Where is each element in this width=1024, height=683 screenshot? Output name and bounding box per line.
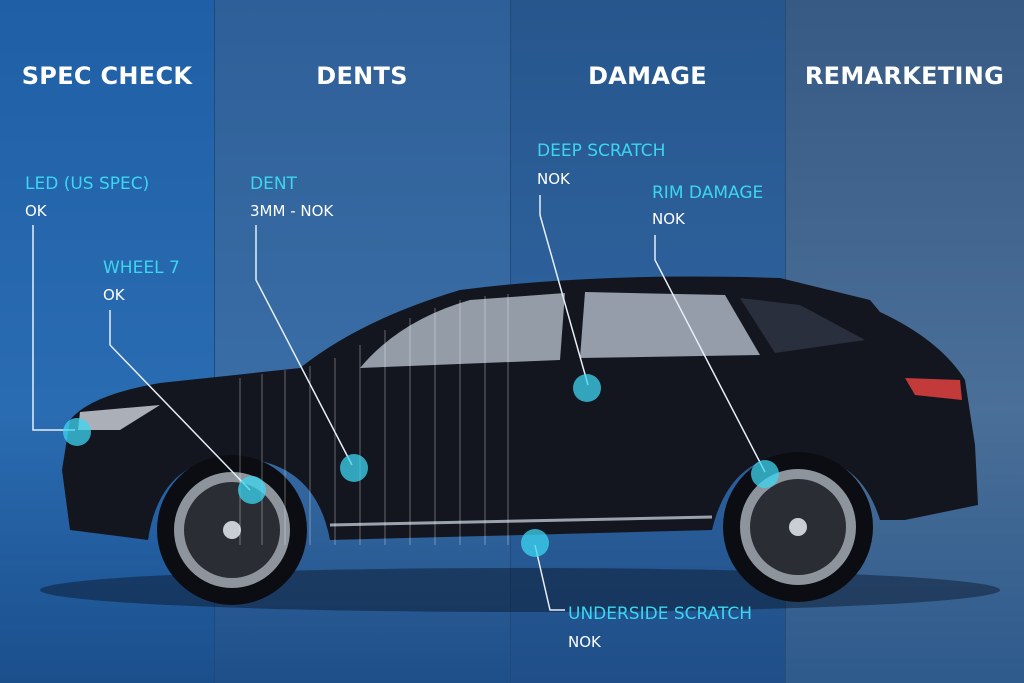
annotation-led-status: OK	[25, 202, 47, 220]
marker-wheel	[238, 476, 266, 504]
leader-rim-damage	[654, 235, 766, 473]
marker-deep-scratch	[573, 374, 601, 402]
tail-light	[905, 378, 962, 400]
annotation-dent-status: 3MM - NOK	[250, 202, 334, 220]
scan-lines	[239, 294, 509, 545]
marker-underside-scratch	[521, 529, 549, 557]
header-dents: DENTS	[316, 62, 408, 90]
leader-wheel	[109, 310, 251, 491]
headlight	[78, 405, 160, 430]
leader-deep-scratch	[539, 195, 589, 386]
annotation-deep-scratch-label: DEEP SCRATCH	[537, 141, 666, 161]
annotation-led-label: LED (US SPEC)	[25, 174, 150, 194]
annotation-rim-damage-label: RIM DAMAGE	[652, 183, 764, 203]
marker-led	[63, 418, 91, 446]
annotation-deep-scratch-status: NOK	[537, 170, 570, 188]
header-remarketing: REMARKETING	[804, 62, 1005, 90]
annotation-underside-scratch-label: UNDERSIDE SCRATCH	[568, 604, 752, 624]
quarter-window	[740, 298, 865, 353]
leader-led	[32, 225, 75, 431]
annotation-wheel-label: WHEEL 7	[103, 258, 180, 278]
annotation-wheel-status: OK	[103, 286, 125, 304]
header-damage: DAMAGE	[588, 62, 707, 90]
rear-wheel	[723, 452, 873, 602]
leader-underside-scratch	[534, 544, 565, 611]
header-spec-check: SPEC CHECK	[21, 62, 193, 90]
leader-lines	[32, 195, 766, 611]
front-wheel	[157, 455, 307, 605]
marker-dots	[63, 374, 779, 557]
side-trim	[329, 515, 713, 527]
marker-rim-damage	[751, 460, 779, 488]
front-window	[360, 293, 565, 368]
annotation-underside-scratch-status: NOK	[568, 633, 601, 651]
marker-dent	[340, 454, 368, 482]
annotation-rim-damage-status: NOK	[652, 210, 685, 228]
rear-window	[580, 292, 760, 358]
annotation-dent-label: DENT	[250, 174, 297, 194]
leader-dent	[255, 225, 353, 466]
